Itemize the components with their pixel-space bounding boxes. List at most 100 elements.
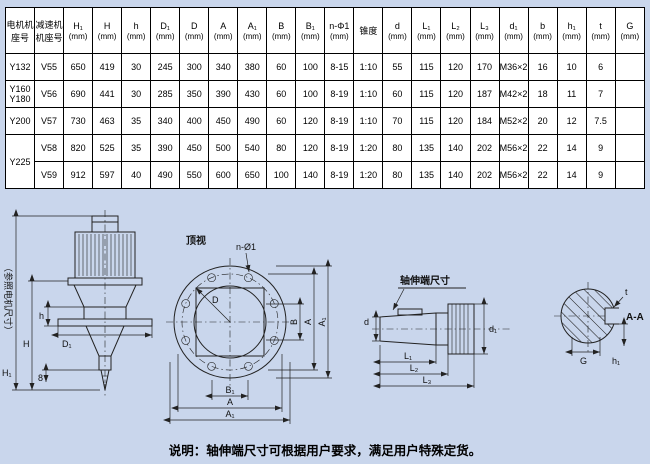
spec-cell: 14	[556, 134, 587, 162]
technical-drawings: （参照电机尺寸） H₁ H h 8 D₁ 顶视 n-Ø1	[2, 209, 644, 424]
spec-cell: Y132	[4, 53, 36, 81]
col-header: n-Φ1(mm)	[324, 7, 355, 54]
spec-cell: 450	[179, 134, 210, 162]
spec-cell: 9	[585, 134, 616, 162]
spec-cell: 11	[556, 80, 587, 108]
spec-cell: 140	[295, 161, 326, 189]
col-header: A(mm)	[208, 7, 239, 54]
spec-cell: 441	[92, 80, 123, 108]
spec-cell: 115	[411, 107, 442, 135]
col-header: 锥度	[353, 7, 384, 54]
section-label: A-A	[626, 312, 644, 323]
keyway	[604, 307, 619, 325]
dim-label-D1: D₁	[62, 339, 72, 349]
spec-cell: 60	[382, 80, 413, 108]
spec-cell: 525	[92, 134, 123, 162]
spec-cell: 550	[179, 161, 210, 189]
spec-cell: 490	[150, 161, 181, 189]
spec-cell: 120	[440, 107, 471, 135]
dim-label-A-bottom: A	[227, 397, 233, 407]
col-header: L₁(mm)	[411, 7, 442, 54]
dim-label-D: D	[212, 295, 219, 305]
dim-label-A1-bottom: A₁	[225, 409, 234, 419]
top-view: 顶视 n-Ø1 D B	[163, 234, 332, 424]
section-a-a-view: t A-A G h₁	[554, 282, 644, 366]
spec-cell: 390	[208, 80, 239, 108]
spec-cell: 100	[266, 161, 297, 189]
spec-cell: 463	[92, 107, 123, 135]
top-view-title: 顶视	[186, 234, 206, 247]
spec-cell: 12	[556, 107, 587, 135]
dim-label-L2: L₂	[410, 363, 419, 373]
spec-cell: 120	[440, 53, 471, 81]
spec-cell: 18	[527, 80, 558, 108]
col-header: t(mm)	[585, 7, 616, 54]
spec-cell: 7.5	[585, 107, 616, 135]
spec-cell: 430	[237, 80, 268, 108]
spec-cell: 70	[382, 107, 413, 135]
spec-cell: 340	[208, 53, 239, 81]
spec-cell: M56×2	[498, 134, 529, 162]
spec-cell: 6	[585, 53, 616, 81]
spec-cell: 22	[527, 161, 558, 189]
col-header: B(mm)	[266, 7, 297, 54]
body-outline	[195, 287, 265, 357]
col-header: A₁(mm)	[237, 7, 268, 54]
spec-cell	[614, 134, 646, 162]
spec-cell: 8-15	[324, 53, 355, 81]
spec-cell: 22	[527, 134, 558, 162]
spec-cell: 9	[585, 161, 616, 189]
spec-cell: Y200	[4, 107, 36, 135]
spec-cell: 184	[469, 107, 500, 135]
spec-cell: Y160 Y180	[4, 80, 36, 108]
spec-cell: 1:10	[353, 53, 384, 81]
spec-cell: 135	[411, 134, 442, 162]
spec-cell: 690	[63, 80, 94, 108]
spec-cell: 100	[295, 80, 326, 108]
spec-cell: M42×2	[498, 80, 529, 108]
col-header: 电机机 座号	[4, 7, 36, 54]
spec-cell: 60	[266, 107, 297, 135]
spec-cell: M36×2	[498, 53, 529, 81]
spec-cell: 650	[63, 53, 94, 81]
spec-cell: 55	[382, 53, 413, 81]
dim-label-H: H	[23, 339, 30, 349]
spec-cell	[614, 80, 646, 108]
spec-cell: 187	[469, 80, 500, 108]
spec-cell: V55	[34, 53, 65, 81]
spec-cell: 820	[63, 134, 94, 162]
dim-label-L1: L₁	[404, 351, 412, 361]
spec-cell: 490	[237, 107, 268, 135]
dim-label-d1: d₁	[489, 324, 497, 334]
shaft-key	[397, 308, 423, 316]
spec-cell: 8-19	[324, 107, 355, 135]
spec-cell: 140	[440, 161, 471, 189]
spec-cell: 80	[382, 161, 413, 189]
spec-cell: 1:20	[353, 161, 384, 189]
spec-cell: 14	[556, 161, 587, 189]
spec-cell: 400	[179, 107, 210, 135]
motor-side-view: （参照电机尺寸） H₁ H h 8 D₁	[2, 209, 153, 398]
dim-label-A1-right: A₁	[317, 317, 327, 326]
spec-cell: 30	[121, 80, 152, 108]
spec-cell: 285	[150, 80, 181, 108]
spec-cell: 115	[411, 80, 442, 108]
spec-cell: 120	[295, 107, 326, 135]
spec-cell: 202	[469, 134, 500, 162]
spec-cell: 115	[411, 53, 442, 81]
spec-cell: 7	[585, 80, 616, 108]
spec-cell: V59	[34, 161, 65, 189]
spec-cell: V58	[34, 134, 65, 162]
dim-label-B1: B₁	[225, 385, 234, 395]
spec-cell: 60	[266, 53, 297, 81]
spec-cell: 16	[527, 53, 558, 81]
spec-cell: 8-19	[324, 80, 355, 108]
spec-cell: 1:10	[353, 80, 384, 108]
spec-cell: 340	[150, 107, 181, 135]
